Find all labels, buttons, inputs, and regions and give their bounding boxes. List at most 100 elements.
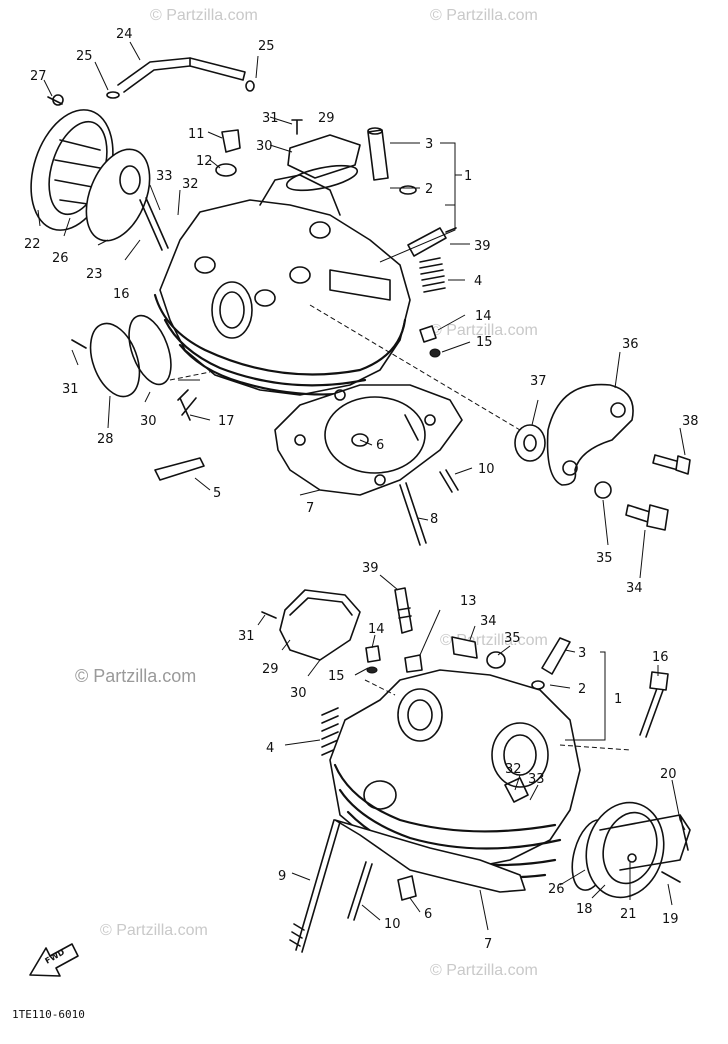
callout-28: 28 xyxy=(97,432,114,447)
bolt-boss xyxy=(309,221,331,239)
callout-24: 24 xyxy=(116,27,133,42)
washer xyxy=(429,348,441,358)
port-opening xyxy=(363,780,397,810)
callout-21: 21 xyxy=(620,907,637,922)
cover-gasket xyxy=(85,148,151,242)
leader-lines xyxy=(37,41,686,931)
callout-13: 13 xyxy=(460,594,477,609)
bolt-boss xyxy=(194,256,216,274)
callout-30: 30 xyxy=(290,686,307,701)
callout-37: 37 xyxy=(530,374,547,389)
dowel-stud xyxy=(177,389,197,421)
stud-bolt xyxy=(139,197,169,251)
bottom-cylinder-head-assembly: FWD xyxy=(29,587,691,977)
callout-25: 25 xyxy=(258,39,275,54)
callout-23: 23 xyxy=(86,267,103,282)
callout-1: 1 xyxy=(464,169,472,184)
callout-31: 31 xyxy=(62,382,79,397)
callout-27: 27 xyxy=(30,69,47,84)
port-opening xyxy=(407,699,433,731)
callout-16: 16 xyxy=(652,650,669,665)
callout-15: 15 xyxy=(476,335,493,350)
watermarks: © Partzilla.com © Partzilla.com © Partzi… xyxy=(75,7,548,979)
breather-hose xyxy=(117,57,191,93)
callout-14: 14 xyxy=(475,309,492,324)
port-opening xyxy=(219,291,245,329)
callout-26: 26 xyxy=(548,882,565,897)
cooling-fin xyxy=(333,763,557,833)
spark-plug-tip xyxy=(445,227,457,233)
callout-3: 3 xyxy=(425,137,433,152)
callout-15: 15 xyxy=(328,669,345,684)
stud-bolt xyxy=(439,469,459,493)
callout-1: 1 xyxy=(614,692,622,707)
port-opening xyxy=(397,688,443,742)
cover-plate-hole xyxy=(119,165,141,195)
watermark-text: © Partzilla.com xyxy=(150,7,258,24)
bolt-head xyxy=(675,455,691,475)
callout-labels: 24 25 25 27 31 29 11 30 3 12 2 1 33 32 3… xyxy=(24,27,699,952)
watermark-text: © Partzilla.com xyxy=(75,666,196,686)
callout-11: 11 xyxy=(188,127,205,142)
callout-10: 10 xyxy=(478,462,495,477)
side-cover-rim xyxy=(602,811,658,885)
callout-5: 5 xyxy=(213,486,221,501)
watermark-text: © Partzilla.com xyxy=(430,7,538,24)
cooling-fin xyxy=(338,788,562,850)
screw xyxy=(291,119,303,135)
callout-6: 6 xyxy=(376,438,384,453)
callout-18: 18 xyxy=(576,902,593,917)
circlip xyxy=(399,185,417,195)
washer xyxy=(366,666,378,674)
valve-guide xyxy=(367,129,389,181)
washer xyxy=(486,651,506,669)
callout-29: 29 xyxy=(318,111,335,126)
diagram-code: 1TE110-6010 xyxy=(12,1008,85,1021)
top-cylinder-head-assembly xyxy=(30,57,691,546)
bolt xyxy=(365,645,381,663)
callout-12: 12 xyxy=(196,154,213,169)
bolt-boss xyxy=(289,266,311,284)
callout-3: 3 xyxy=(578,646,586,661)
watermark-text: © Partzilla.com xyxy=(430,322,538,339)
flange-bolt-head xyxy=(646,504,669,531)
cooling-fin xyxy=(153,293,407,376)
valve-guide xyxy=(541,637,571,675)
callout-29: 29 xyxy=(262,662,279,677)
tappet-cover xyxy=(287,134,361,179)
hose-clamp xyxy=(106,91,120,99)
callout-4: 4 xyxy=(266,741,274,756)
callout-4: 4 xyxy=(474,274,482,289)
callout-10: 10 xyxy=(384,917,401,932)
callout-31: 31 xyxy=(238,629,255,644)
watermark-text: © Partzilla.com xyxy=(430,962,538,979)
leader-dashed xyxy=(364,679,396,696)
gasket-hole xyxy=(334,389,346,401)
hose-section xyxy=(189,57,246,81)
callout-19: 19 xyxy=(662,912,679,927)
screw xyxy=(261,611,277,619)
callout-22: 22 xyxy=(24,237,41,252)
bolt-boss xyxy=(254,289,276,307)
flange-bolt xyxy=(451,636,478,659)
valve-spring xyxy=(321,707,339,756)
callout-31: 31 xyxy=(262,111,279,126)
leader-dashed xyxy=(169,371,211,381)
callout-30: 30 xyxy=(140,414,157,429)
callout-33: 33 xyxy=(528,772,545,787)
end-cover xyxy=(89,322,141,398)
hose-clamp xyxy=(245,80,255,92)
callout-6: 6 xyxy=(424,907,432,922)
bolt-shank xyxy=(47,96,63,105)
port-opening xyxy=(491,722,549,788)
valve-guide-top xyxy=(367,127,383,135)
cooling-fin xyxy=(163,318,367,387)
stud-nut xyxy=(649,671,669,691)
cooling-fin xyxy=(178,343,362,396)
leader-dashed xyxy=(559,744,631,751)
tappet-cover-rim xyxy=(289,597,353,616)
callout-7: 7 xyxy=(484,937,492,952)
callout-16: 16 xyxy=(113,287,130,302)
callout-34: 34 xyxy=(626,581,643,596)
